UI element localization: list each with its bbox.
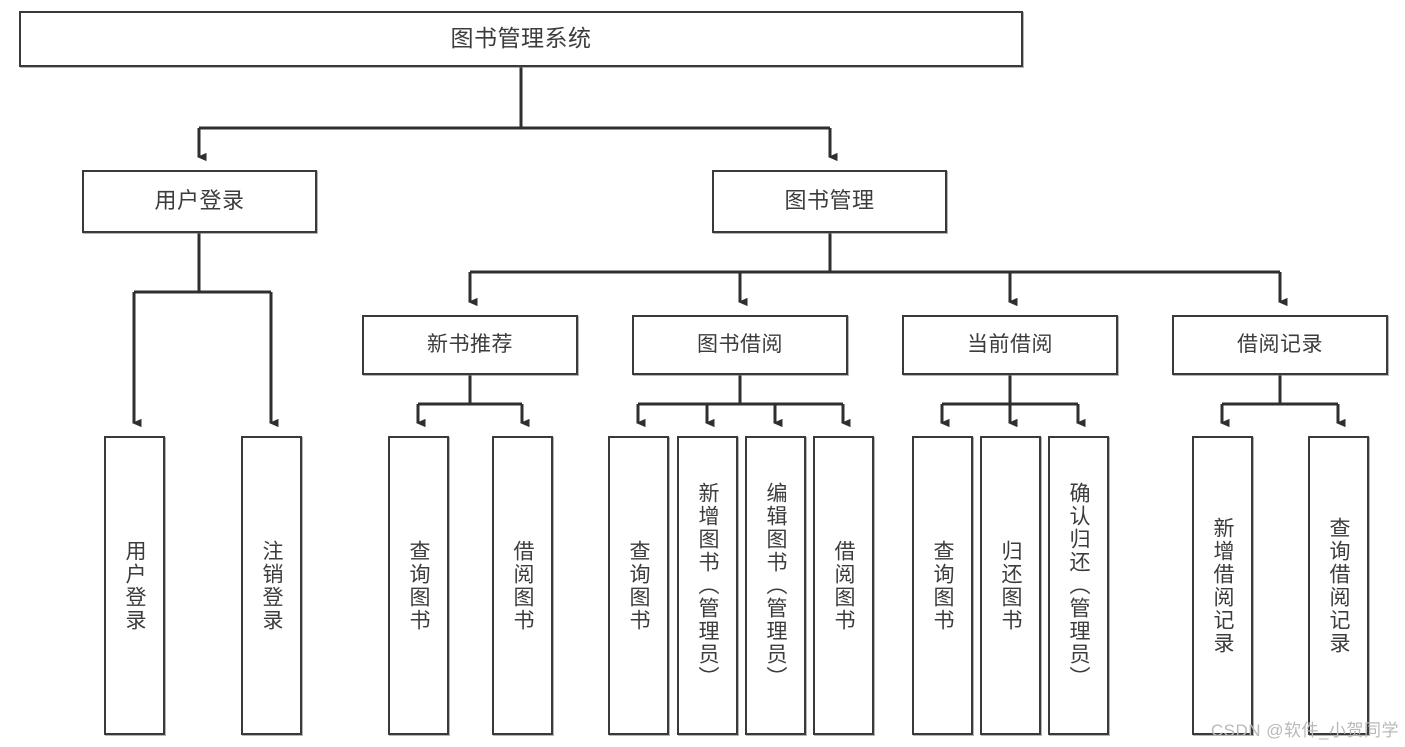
node-leaf-query-record-label: 查询借阅记录 [1327,516,1350,655]
node-leaf-logout-login[interactable]: 注销登录 [241,436,302,735]
node-leaf-edit-book[interactable]: 编辑图书（管理员） [745,436,806,735]
node-leaf-return-book[interactable]: 归还图书 [980,436,1041,735]
node-current-borrow-label: 当前借阅 [967,333,1053,357]
node-leaf-query-book-3-label: 查询图书 [931,539,954,632]
node-user-login-label: 用户登录 [154,188,245,214]
node-leaf-edit-book-label: 编辑图书（管理员） [764,482,787,689]
node-leaf-logout-login-label: 注销登录 [260,539,283,632]
node-leaf-query-book-2-label: 查询图书 [627,539,650,632]
node-borrow-record-label: 借阅记录 [1237,333,1323,357]
node-leaf-query-record[interactable]: 查询借阅记录 [1308,436,1369,735]
node-current-borrow[interactable]: 当前借阅 [902,315,1118,375]
node-leaf-query-book-1-label: 查询图书 [407,539,430,632]
node-leaf-borrow-book-1-label: 借阅图书 [511,539,534,632]
node-root-label: 图书管理系统 [450,25,592,52]
watermark: CSDN @软件_小贺同学 [1210,721,1399,740]
node-leaf-return-book-label: 归还图书 [999,539,1022,632]
node-user-login[interactable]: 用户登录 [82,170,317,233]
node-book-management-label: 图书管理 [784,188,875,214]
node-leaf-add-record-label: 新增借阅记录 [1211,516,1234,655]
node-new-book-recommend[interactable]: 新书推荐 [362,315,578,375]
node-root[interactable]: 图书管理系统 [19,11,1023,67]
node-leaf-confirm-return[interactable]: 确认归还（管理员） [1048,436,1109,735]
node-book-borrow[interactable]: 图书借阅 [632,315,848,375]
node-leaf-add-book[interactable]: 新增图书（管理员） [677,436,738,735]
node-leaf-borrow-book-1[interactable]: 借阅图书 [492,436,553,735]
node-leaf-add-book-label: 新增图书（管理员） [696,482,719,689]
node-leaf-user-login-label: 用户登录 [123,539,146,632]
node-leaf-user-login[interactable]: 用户登录 [104,436,165,735]
node-leaf-query-book-3[interactable]: 查询图书 [912,436,973,735]
node-borrow-record[interactable]: 借阅记录 [1172,315,1388,375]
node-book-borrow-label: 图书借阅 [697,333,783,357]
node-leaf-borrow-book-2-label: 借阅图书 [832,539,855,632]
node-leaf-confirm-return-label: 确认归还（管理员） [1067,482,1090,689]
node-new-book-recommend-label: 新书推荐 [427,333,513,357]
node-leaf-add-record[interactable]: 新增借阅记录 [1192,436,1253,735]
node-leaf-query-book-2[interactable]: 查询图书 [608,436,669,735]
node-leaf-borrow-book-2[interactable]: 借阅图书 [813,436,874,735]
node-leaf-query-book-1[interactable]: 查询图书 [388,436,449,735]
node-book-management[interactable]: 图书管理 [712,170,947,233]
